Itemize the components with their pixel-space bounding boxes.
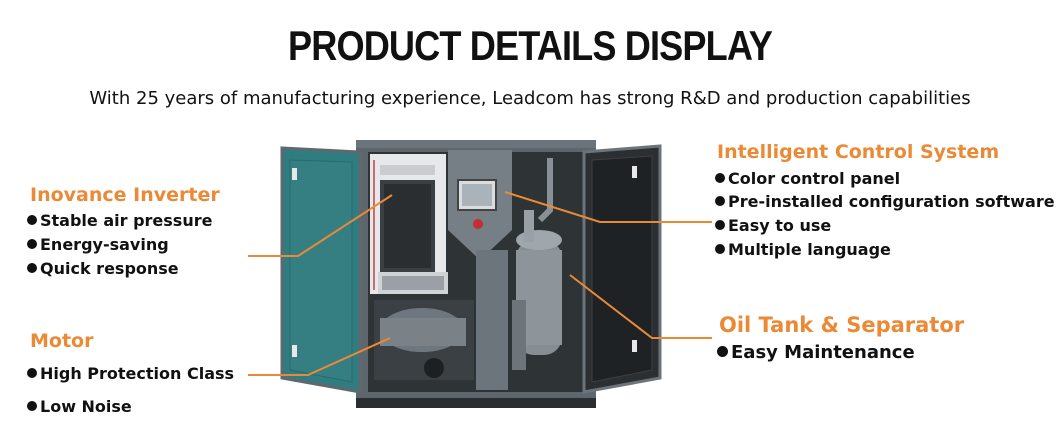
inverter-item-2: Energy-saving <box>27 235 169 254</box>
control-item-4: Multiple language <box>715 240 891 259</box>
inverter-item-3: Quick response <box>27 259 179 278</box>
bullet-dot-icon <box>715 173 725 183</box>
oil-tank-heading: Oil Tank & Separator <box>719 313 965 337</box>
control-item-1: Color control panel <box>715 169 900 188</box>
bullet-dot-icon <box>27 239 37 249</box>
bullet-dot-icon <box>27 215 37 225</box>
control-item-2: Pre-installed configuration software <box>715 192 1055 211</box>
inverter-item-1: Stable air pressure <box>27 211 212 230</box>
page-subtitle: With 25 years of manufacturing experienc… <box>89 88 971 109</box>
control-callout-line <box>504 191 712 223</box>
page-title: PRODUCT DETAILS DISPLAY <box>288 22 773 69</box>
inverter-heading: Inovance Inverter <box>30 184 220 206</box>
motor-item-1: High Protection Class <box>27 364 234 383</box>
oil-tank-callout-line <box>569 274 712 339</box>
motor-callout-line <box>248 337 391 376</box>
bullet-dot-icon <box>717 346 728 357</box>
bullet-dot-icon <box>715 220 725 230</box>
bullet-dot-icon <box>27 401 37 411</box>
oil-tank-item-1: Easy Maintenance <box>717 342 915 363</box>
bullet-dot-icon <box>27 263 37 273</box>
control-item-3: Easy to use <box>715 216 831 235</box>
bullet-dot-icon <box>715 196 725 206</box>
inverter-callout-line <box>248 194 393 257</box>
bullet-dot-icon <box>27 368 37 378</box>
motor-item-2: Low Noise <box>27 397 132 416</box>
bullet-dot-icon <box>715 244 725 254</box>
control-heading: Intelligent Control System <box>717 141 1000 163</box>
motor-heading: Motor <box>30 330 94 352</box>
